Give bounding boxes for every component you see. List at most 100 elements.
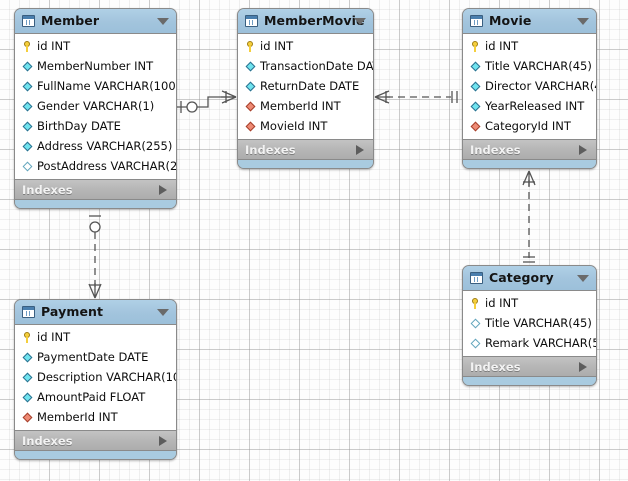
- indexes-section[interactable]: Indexes: [238, 140, 373, 160]
- chevron-right-icon[interactable]: [579, 145, 587, 155]
- column-row[interactable]: id INT: [15, 327, 176, 347]
- primary-key-icon: [21, 40, 34, 53]
- foreign-key-diamond-icon: [21, 411, 34, 424]
- column-row[interactable]: PostAddress VARCHAR(255): [15, 156, 176, 176]
- column-row[interactable]: YearReleased INT: [463, 96, 596, 116]
- entity-table-member[interactable]: Member id INT MemberNumber INT FullName …: [14, 8, 177, 209]
- table-header-member[interactable]: Member: [15, 9, 176, 34]
- column-list-member: id INT MemberNumber INT FullName VARCHAR…: [15, 34, 176, 180]
- column-row[interactable]: Gender VARCHAR(1): [15, 96, 176, 116]
- chevron-down-icon[interactable]: [157, 309, 169, 316]
- table-icon: [22, 306, 35, 318]
- column-row[interactable]: Remark VARCHAR(500): [463, 333, 596, 353]
- relationship-member-payment: [88, 215, 102, 299]
- column-diamond-icon: [21, 351, 34, 364]
- column-row[interactable]: Address VARCHAR(255): [15, 136, 176, 156]
- table-header-movie[interactable]: Movie: [463, 9, 596, 34]
- primary-key-icon: [469, 40, 482, 53]
- column-row[interactable]: Director VARCHAR(45): [463, 76, 596, 96]
- table-header-payment[interactable]: Payment: [15, 300, 176, 325]
- column-row[interactable]: PaymentDate DATE: [15, 347, 176, 367]
- chevron-down-icon[interactable]: [577, 275, 589, 282]
- table-footer: [463, 377, 596, 385]
- column-row[interactable]: CategoryId INT: [463, 116, 596, 136]
- column-row[interactable]: MemberId INT: [15, 407, 176, 427]
- column-label: Title VARCHAR(45): [485, 59, 592, 73]
- column-diamond-icon: [469, 80, 482, 93]
- indexes-section[interactable]: Indexes: [463, 140, 596, 160]
- column-row[interactable]: MemberId INT: [238, 96, 373, 116]
- column-label: Title VARCHAR(45): [485, 316, 592, 330]
- column-label: id INT: [485, 39, 519, 53]
- column-row[interactable]: id INT: [15, 36, 176, 56]
- column-row[interactable]: Title VARCHAR(45): [463, 56, 596, 76]
- column-diamond-icon: [244, 60, 257, 73]
- column-label: id INT: [37, 330, 71, 344]
- column-row[interactable]: MovieId INT: [238, 116, 373, 136]
- entity-table-category[interactable]: Category id INT Title VARCHAR(45) Remark…: [462, 265, 597, 386]
- foreign-key-diamond-icon: [244, 100, 257, 113]
- foreign-key-diamond-icon: [244, 120, 257, 133]
- column-diamond-icon: [21, 371, 34, 384]
- column-label: FullName VARCHAR(100): [37, 79, 177, 93]
- indexes-section[interactable]: Indexes: [15, 180, 176, 200]
- nullable-diamond-icon: [469, 317, 482, 330]
- table-icon: [470, 15, 483, 27]
- column-label: MemberId INT: [37, 410, 118, 424]
- column-list-membermovie: id INT TransactionDate DATE ReturnDate D…: [238, 34, 373, 140]
- column-label: CategoryId INT: [485, 119, 571, 133]
- table-footer: [238, 160, 373, 168]
- column-diamond-icon: [469, 100, 482, 113]
- column-row[interactable]: FullName VARCHAR(100): [15, 76, 176, 96]
- column-label: BirthDay DATE: [37, 119, 121, 133]
- table-title: Member: [41, 12, 100, 28]
- table-header-membermovie[interactable]: MemberMovie: [238, 9, 373, 34]
- entity-table-membermovie[interactable]: MemberMovie id INT TransactionDate DATE …: [237, 8, 374, 169]
- column-row[interactable]: Title VARCHAR(45): [463, 313, 596, 333]
- column-row[interactable]: AmountPaid FLOAT: [15, 387, 176, 407]
- column-label: YearReleased INT: [485, 99, 585, 113]
- table-footer: [15, 451, 176, 459]
- column-list-category: id INT Title VARCHAR(45) Remark VARCHAR(…: [463, 291, 596, 357]
- column-diamond-icon: [21, 60, 34, 73]
- column-row[interactable]: id INT: [463, 293, 596, 313]
- column-row[interactable]: ReturnDate DATE: [238, 76, 373, 96]
- indexes-section[interactable]: Indexes: [463, 357, 596, 377]
- primary-key-icon: [244, 40, 257, 53]
- table-footer: [15, 200, 176, 208]
- chevron-down-icon[interactable]: [157, 18, 169, 25]
- column-row[interactable]: MemberNumber INT: [15, 56, 176, 76]
- entity-table-movie[interactable]: Movie id INT Title VARCHAR(45) Director …: [462, 8, 597, 169]
- relationship-member-membermovie: [177, 90, 237, 113]
- primary-key-icon: [469, 297, 482, 310]
- column-label: Address VARCHAR(255): [37, 139, 173, 153]
- column-label: Director VARCHAR(45): [485, 79, 596, 93]
- chevron-down-icon[interactable]: [577, 18, 589, 25]
- entity-table-payment[interactable]: Payment id INT PaymentDate DATE Descript…: [14, 299, 177, 460]
- nullable-diamond-icon: [469, 337, 482, 350]
- indexes-label: Indexes: [22, 433, 73, 448]
- table-title: MemberMovie: [264, 12, 365, 28]
- column-diamond-icon: [21, 120, 34, 133]
- column-row[interactable]: BirthDay DATE: [15, 116, 176, 136]
- column-label: Description VARCHAR(100): [37, 370, 177, 384]
- column-label: Gender VARCHAR(1): [37, 99, 155, 113]
- chevron-right-icon[interactable]: [356, 145, 364, 155]
- relationship-membermovie-movie: [374, 90, 458, 104]
- column-row[interactable]: id INT: [238, 36, 373, 56]
- relationship-movie-category: [522, 170, 536, 263]
- chevron-right-icon[interactable]: [159, 185, 167, 195]
- chevron-right-icon[interactable]: [579, 362, 587, 372]
- column-row[interactable]: Description VARCHAR(100): [15, 367, 176, 387]
- table-title: Category: [489, 269, 554, 285]
- column-label: MovieId INT: [260, 119, 328, 133]
- column-row[interactable]: id INT: [463, 36, 596, 56]
- column-row[interactable]: TransactionDate DATE: [238, 56, 373, 76]
- indexes-section[interactable]: Indexes: [15, 431, 176, 451]
- chevron-down-icon[interactable]: [354, 18, 366, 25]
- chevron-right-icon[interactable]: [159, 436, 167, 446]
- primary-key-icon: [21, 331, 34, 344]
- column-label: id INT: [260, 39, 294, 53]
- table-header-category[interactable]: Category: [463, 266, 596, 291]
